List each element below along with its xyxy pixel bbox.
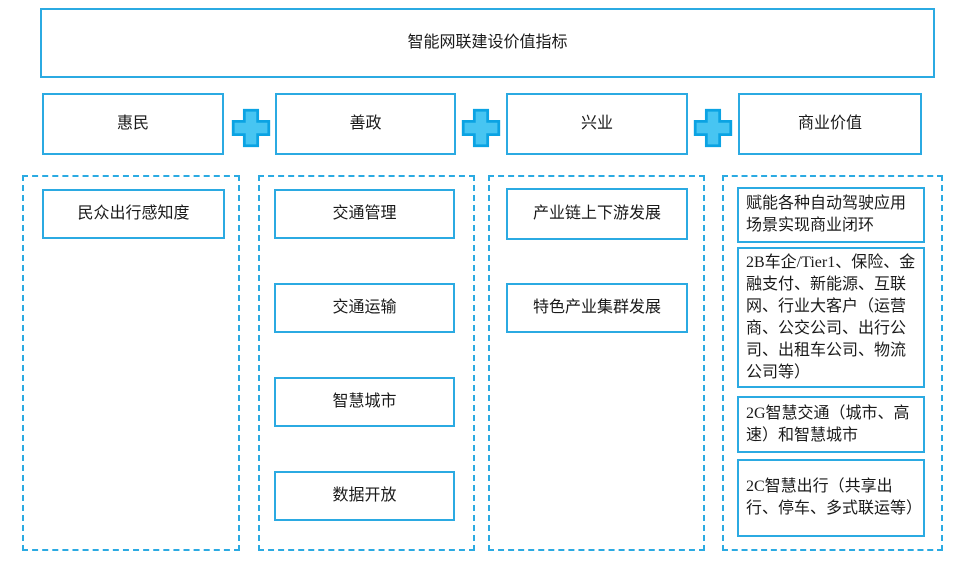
item-box: 民众出行感知度 — [42, 189, 225, 239]
item-label: 交通管理 — [332, 204, 397, 222]
item-box: 2G智慧交通（城市、高速）和智慧城市 — [737, 396, 925, 453]
header-box-xingye: 兴业 — [506, 93, 688, 155]
header-label: 商业价值 — [797, 114, 862, 132]
header-box-shangyejiazhi: 商业价值 — [738, 93, 922, 155]
item-label: 2C智慧出行（共享出行、停车、多式联运等） — [746, 478, 923, 517]
item-box: 交通运输 — [274, 283, 455, 333]
item-box: 特色产业集群发展 — [506, 283, 688, 333]
item-box: 2C智慧出行（共享出行、停车、多式联运等） — [737, 459, 925, 537]
header-label: 惠民 — [116, 114, 149, 132]
item-box: 交通管理 — [274, 189, 455, 239]
item-box: 数据开放 — [274, 471, 455, 521]
item-label: 智慧城市 — [332, 392, 397, 410]
item-label: 数据开放 — [332, 486, 397, 504]
item-box: 智慧城市 — [274, 377, 455, 427]
item-label: 交通运输 — [332, 298, 397, 316]
item-box: 产业链上下游发展 — [506, 188, 688, 240]
diagram-title: 智能网联建设价值指标 — [407, 33, 568, 51]
item-label: 民众出行感知度 — [77, 204, 190, 222]
header-label: 善政 — [349, 114, 382, 132]
diagram-title-box: 智能网联建设价值指标 — [40, 8, 935, 78]
item-label: 赋能各种自动驾驶应用场景实现商业闭环 — [746, 195, 907, 234]
item-box: 2B车企/Tier1、保险、金融支付、新能源、互联网、行业大客户（运营商、公交公… — [737, 247, 925, 388]
header-label: 兴业 — [580, 114, 613, 132]
plus-icon — [231, 108, 271, 148]
header-box-shanzheng: 善政 — [275, 93, 456, 155]
item-label: 产业链上下游发展 — [532, 204, 661, 222]
item-box: 赋能各种自动驾驶应用场景实现商业闭环 — [737, 187, 925, 243]
plus-icon — [693, 108, 733, 148]
header-box-huimin: 惠民 — [42, 93, 224, 155]
item-label: 特色产业集群发展 — [532, 298, 661, 316]
item-label: 2B车企/Tier1、保险、金融支付、新能源、互联网、行业大客户（运营商、公交公… — [746, 253, 916, 381]
plus-icon — [461, 108, 501, 148]
item-label: 2G智慧交通（城市、高速）和智慧城市 — [746, 404, 910, 444]
